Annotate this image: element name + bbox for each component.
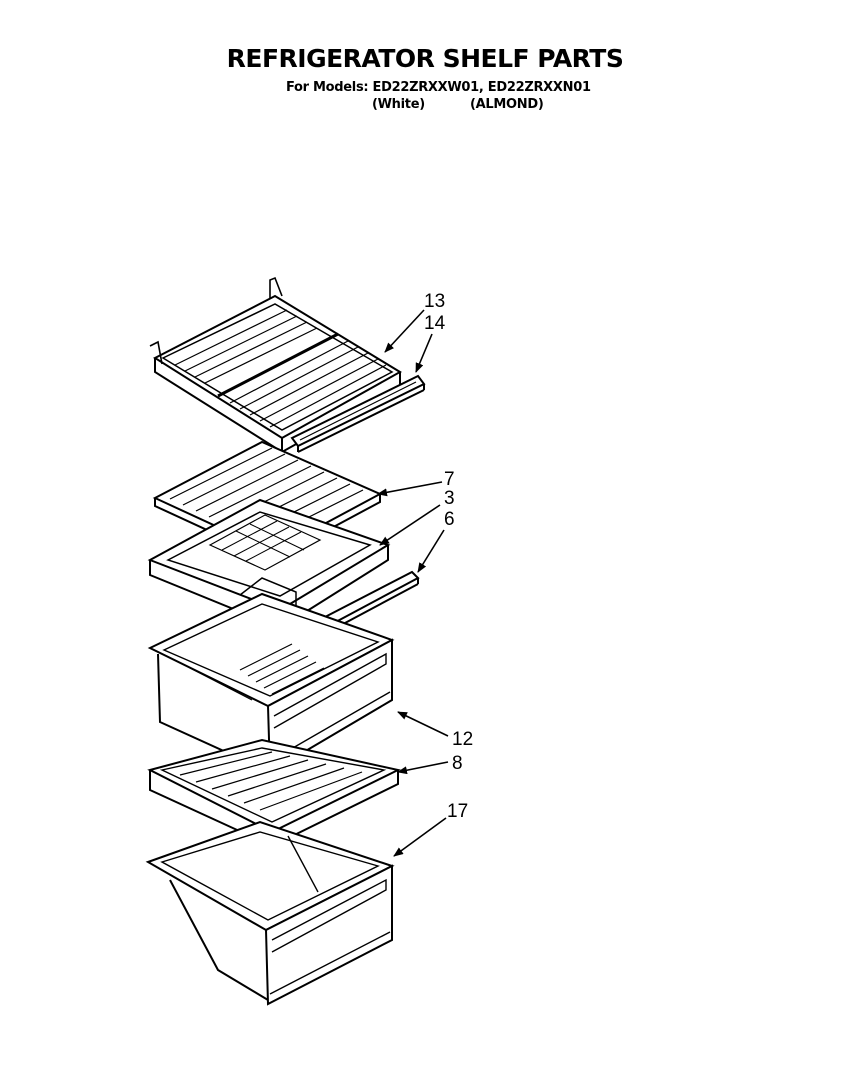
page-title: REFRIGERATOR SHELF PARTS — [226, 44, 624, 73]
variant-white-label: (White) — [372, 97, 425, 112]
top-shelf-part-13 — [149, 276, 402, 454]
callout-leaders — [377, 309, 449, 857]
callout-6: 6 — [444, 509, 455, 530]
callout-14: 14 — [424, 313, 446, 334]
callout-13: 13 — [424, 291, 445, 312]
callout-8: 8 — [452, 753, 463, 774]
variant-almond-label: (ALMOND) — [470, 97, 544, 112]
lower-drawer-part-17 — [145, 820, 395, 1006]
models-line: For Models: ED22ZRXXW01, ED22ZRXXN01 — [286, 80, 591, 95]
callout-12: 12 — [452, 729, 473, 750]
callout-17: 17 — [447, 801, 468, 822]
shelf-trim-part-14 — [290, 374, 426, 453]
callout-3: 3 — [444, 488, 455, 509]
callout-7: 7 — [444, 469, 455, 490]
crisper-drawer-part-12 — [147, 592, 395, 774]
